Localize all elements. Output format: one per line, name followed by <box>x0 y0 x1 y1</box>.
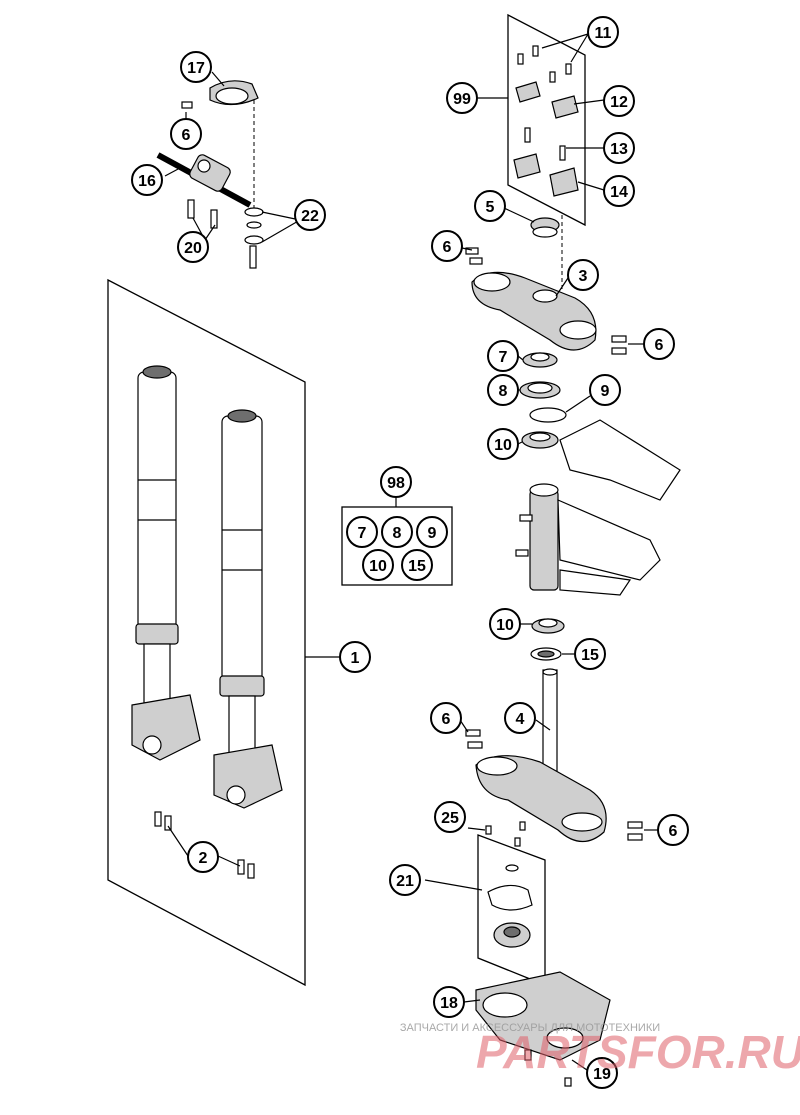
callout-16[interactable]: 16 <box>131 164 163 196</box>
svg-text:18: 18 <box>440 995 458 1012</box>
callout-7[interactable]: 7 <box>487 340 519 372</box>
svg-text:12: 12 <box>610 94 628 111</box>
lower-triple-clamp <box>459 668 658 843</box>
callout-3[interactable]: 3 <box>567 259 599 291</box>
svg-text:15: 15 <box>408 558 426 575</box>
callout-11[interactable]: 11 <box>587 16 619 48</box>
upper-triple-clamp <box>461 247 644 355</box>
callout-1[interactable]: 1 <box>339 641 371 673</box>
callout-25[interactable]: 25 <box>434 801 466 833</box>
callout-6-damper[interactable]: 6 <box>170 118 202 150</box>
callout-6-upper-right[interactable]: 6 <box>643 328 675 360</box>
svg-text:6: 6 <box>655 337 664 354</box>
callout-17[interactable]: 17 <box>180 51 212 83</box>
svg-text:7: 7 <box>499 349 508 366</box>
svg-text:7: 7 <box>358 525 367 542</box>
callout-6-upper-left[interactable]: 6 <box>431 230 463 262</box>
callout-6-lower-right[interactable]: 6 <box>657 814 689 846</box>
lower-bearing-and-seal <box>520 618 574 661</box>
callout-99[interactable]: 99 <box>446 82 478 114</box>
kit98-item-15[interactable]: 15 <box>401 549 433 581</box>
callout-19[interactable]: 19 <box>586 1057 618 1089</box>
svg-text:17: 17 <box>187 60 205 77</box>
callout-22[interactable]: 22 <box>294 199 326 231</box>
svg-text:6: 6 <box>443 239 452 256</box>
steering-damper-group <box>156 71 301 269</box>
callout-8[interactable]: 8 <box>487 374 519 406</box>
kit98-item-10[interactable]: 10 <box>362 549 394 581</box>
svg-text:8: 8 <box>393 525 402 542</box>
svg-text:6: 6 <box>442 711 451 728</box>
svg-text:9: 9 <box>601 383 610 400</box>
kit98-item-9[interactable]: 9 <box>416 516 448 548</box>
svg-text:6: 6 <box>182 127 191 144</box>
svg-text:20: 20 <box>184 240 202 257</box>
svg-text:8: 8 <box>499 383 508 400</box>
fork-assembly-group <box>107 278 340 987</box>
svg-text:15: 15 <box>581 647 599 664</box>
frame-headstock <box>515 419 681 596</box>
watermark-tagline: ЗАПЧАСТИ И АКСЕССУАРЫ ДЛЯ МОТОТЕХНИКИ <box>400 1022 660 1034</box>
svg-text:5: 5 <box>486 199 495 216</box>
callout-9[interactable]: 9 <box>589 374 621 406</box>
svg-text:1: 1 <box>351 650 360 667</box>
svg-text:13: 13 <box>610 141 628 158</box>
svg-text:22: 22 <box>301 208 319 225</box>
callout-12[interactable]: 12 <box>603 85 635 117</box>
callout-15[interactable]: 15 <box>574 638 606 670</box>
callout-18[interactable]: 18 <box>433 986 465 1018</box>
callout-10-lower[interactable]: 10 <box>489 608 521 640</box>
svg-text:2: 2 <box>199 850 208 867</box>
svg-text:10: 10 <box>496 617 514 634</box>
callout-98[interactable]: 98 <box>380 466 412 498</box>
svg-text:6: 6 <box>669 823 678 840</box>
svg-text:3: 3 <box>579 268 588 285</box>
svg-text:25: 25 <box>441 810 459 827</box>
callout-14[interactable]: 14 <box>603 175 635 207</box>
svg-text:11: 11 <box>595 25 612 42</box>
callout-21[interactable]: 21 <box>389 864 421 896</box>
svg-text:4: 4 <box>516 711 525 728</box>
steering-damper-body <box>156 152 252 208</box>
callout-2[interactable]: 2 <box>187 841 219 873</box>
svg-text:10: 10 <box>369 558 387 575</box>
headlight-bracket <box>463 971 611 1087</box>
fork-assembly-frame <box>107 278 306 987</box>
handlebar-clamp-kit <box>478 13 605 227</box>
callout-5[interactable]: 5 <box>474 190 506 222</box>
fork-leg-right <box>213 409 283 809</box>
handlebar-clamp-kit-frame <box>507 13 586 227</box>
steering-stem-nut <box>503 207 560 238</box>
callout-6-lower-left[interactable]: 6 <box>430 702 462 734</box>
callout-4[interactable]: 4 <box>504 702 536 734</box>
fork-leg-left <box>131 365 201 761</box>
watermark-brand: PARTSFOR.RU <box>476 1026 800 1078</box>
svg-text:10: 10 <box>494 437 512 454</box>
svg-text:16: 16 <box>138 173 156 190</box>
callout-10-upper[interactable]: 10 <box>487 428 519 460</box>
axle-clamp-bolts <box>154 811 255 879</box>
svg-text:9: 9 <box>428 525 437 542</box>
kit98-item-8[interactable]: 8 <box>381 516 413 548</box>
svg-text:99: 99 <box>453 91 471 108</box>
callout-20[interactable]: 20 <box>177 231 209 263</box>
svg-text:21: 21 <box>396 873 414 890</box>
steering-lock-group <box>424 821 546 986</box>
svg-text:98: 98 <box>387 475 405 492</box>
callout-13[interactable]: 13 <box>603 132 635 164</box>
bearing-kit-98-frame <box>341 506 453 586</box>
svg-text:19: 19 <box>593 1066 611 1083</box>
upper-bearing-stack <box>517 352 591 449</box>
svg-text:14: 14 <box>610 184 628 201</box>
kit98-item-7[interactable]: 7 <box>346 516 378 548</box>
